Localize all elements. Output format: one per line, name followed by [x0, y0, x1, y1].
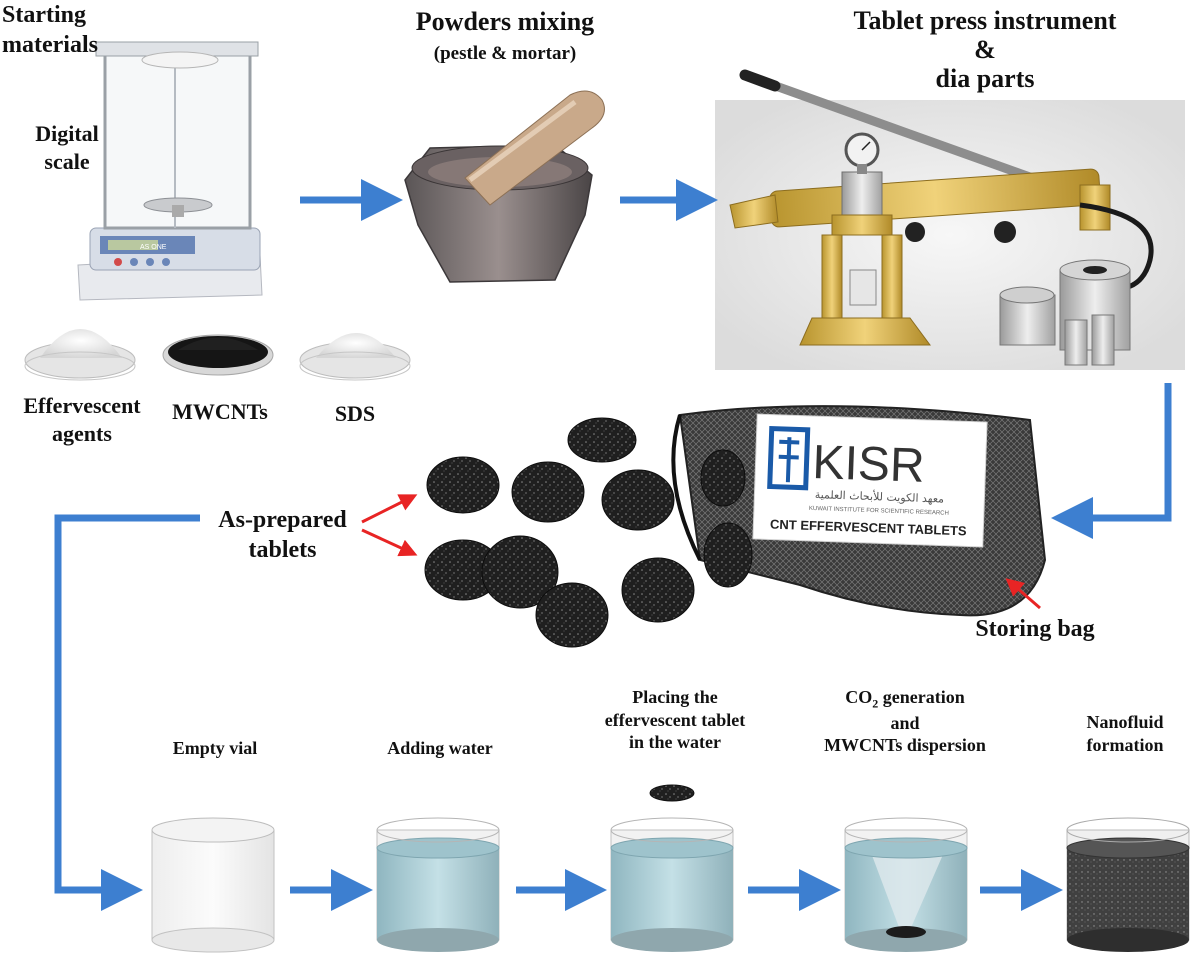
- mortar-and-pestle-illustration: [404, 90, 605, 283]
- arrow-tablets-to-vial: [54, 514, 200, 911]
- sds-label: SDS: [334, 401, 376, 426]
- bag-brand-text: KISR: [812, 436, 926, 493]
- mwcnt-dish: [162, 334, 274, 376]
- storing-bag-label: Storing bag: [975, 616, 1095, 642]
- effervescent-dish: [24, 329, 136, 381]
- bag-label-text: CNT EFFERVESCENT TABLETS: [770, 517, 967, 539]
- scale-brand-text: AS ONE: [140, 244, 167, 251]
- co2-generation-label: CO2 generation and MWCNTs dispersion: [790, 686, 1020, 757]
- arrow-press-to-bag: [1051, 383, 1172, 539]
- tablets-group: [424, 417, 753, 648]
- digital-scale-illustration: AS ONE: [77, 41, 263, 301]
- pointer-arrows: [361, 494, 1041, 610]
- tablet: [700, 449, 746, 507]
- mwcnts-label: MWCNTs: [172, 399, 268, 424]
- effervescent-agents-label: Effervescent agents: [23, 393, 141, 446]
- pestle-mortar-label: (pestle & mortar): [433, 43, 577, 64]
- co2-subscript: 2: [872, 696, 879, 711]
- pointer-to-lower-tablets: [361, 528, 418, 557]
- nanofluid-formation-label: Nanofluid formation: [1086, 712, 1164, 755]
- tablet: [481, 535, 559, 609]
- starting-materials-label: Starting materials: [2, 2, 98, 58]
- tablet: [703, 522, 753, 588]
- flow-arrows: [54, 179, 1172, 911]
- tablet: [426, 456, 500, 514]
- tablet: [567, 417, 637, 463]
- sds-dish: [299, 333, 411, 381]
- tablet-press-label: Tablet press instrument & dia parts: [853, 6, 1117, 94]
- generation-text: generation: [878, 687, 965, 707]
- nanofluid-vial: [1066, 817, 1190, 952]
- powders-mixing-label: Powders mixing: [415, 7, 595, 36]
- digital-scale-label: Digital scale: [35, 121, 99, 174]
- empty-vial: [151, 817, 275, 953]
- empty-vial-label: Empty vial: [172, 738, 258, 758]
- as-prepared-tablets-label: As-prepared tablets: [218, 507, 347, 563]
- water-vial: [376, 817, 500, 952]
- placing-tablet-label: Placing the effervescent tablet in the w…: [604, 687, 746, 752]
- dispersion-vial: [844, 817, 968, 952]
- storing-bag-illustration: KISR معهد الكويت للأبحاث العلمية KUWAIT …: [671, 405, 1047, 617]
- pointer-to-upper-tablets: [361, 494, 418, 524]
- co2-text: CO: [845, 687, 873, 707]
- tablet: [621, 557, 695, 623]
- tablet: [601, 469, 675, 531]
- bag-subtitle-arabic: معهد الكويت للأبحاث العلمية: [815, 487, 945, 506]
- pointer-to-bag: [1005, 578, 1041, 610]
- tablet: [535, 582, 609, 648]
- adding-water-label: Adding water: [387, 738, 493, 758]
- bag-subtitle-english: KUWAIT INSTITUTE FOR SCIENTIFIC RESEARCH: [809, 506, 949, 517]
- tablet-press-illustration: [715, 69, 1185, 370]
- tablet: [511, 461, 585, 523]
- mwcnts-dispersion-text: and MWCNTs dispersion: [824, 712, 986, 756]
- tablet-placing-vial: [610, 784, 734, 952]
